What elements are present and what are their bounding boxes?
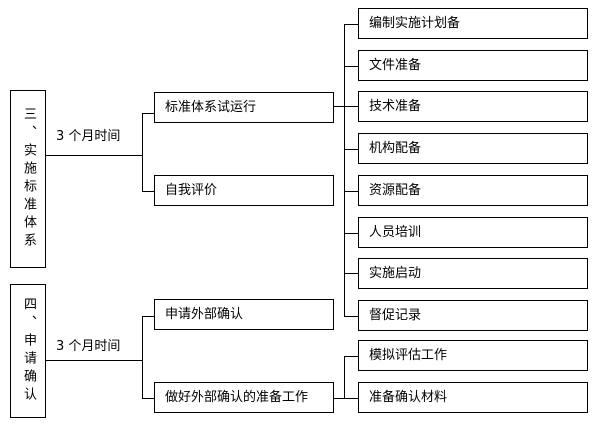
connector-line [334,398,344,399]
connector-line [46,155,142,156]
task-box: 准备确认材料 [358,382,588,413]
connector-line [142,316,154,317]
task-label: 模拟评估工作 [369,347,448,363]
task-label: 文件准备 [369,57,422,73]
connector-line [344,24,345,316]
connector-line [344,356,358,357]
connector-line [46,360,142,361]
task-box: 模拟评估工作 [358,340,588,371]
duration-label: 3 个月时间 [56,339,121,354]
connector-line [334,106,344,107]
step-label: 申请外部确认 [165,306,244,322]
task-label: 资源配备 [369,182,422,198]
phase-box-implement: 三、实施标准体系 [10,90,46,268]
task-label: 督促记录 [369,307,422,323]
task-label: 机构配备 [369,140,422,156]
connector-line [142,191,154,192]
connector-line [344,316,358,317]
step-label: 自我评价 [165,182,218,198]
connector-line [344,191,358,192]
phase-box-apply: 四、申请确认 [10,284,46,418]
task-box: 实施启动 [358,258,588,289]
phase-title: 四、申请确认 [21,297,36,405]
task-box: 督促记录 [358,300,588,331]
step-box-trial-run: 标准体系试运行 [154,92,334,123]
connector-line [142,113,143,191]
duration-label: 3 个月时间 [56,129,121,144]
task-label: 实施启动 [369,265,422,281]
connector-line [142,316,143,398]
task-box: 机构配备 [358,133,588,164]
connector-line [344,356,345,398]
step-box-prepare-external: 做好外部确认的准备工作 [154,382,334,413]
connector-line [344,398,358,399]
task-box: 文件准备 [358,50,588,81]
connector-line [344,24,358,25]
task-label: 准备确认材料 [369,389,448,405]
connector-line [344,66,358,67]
step-box-apply-external: 申请外部确认 [154,299,334,330]
connector-line [344,106,358,107]
phase-title: 三、实施标准体系 [21,107,36,251]
task-label: 编制实施计划备 [369,15,461,31]
connector-line [344,233,358,234]
task-label: 人员培训 [369,224,422,240]
connector-line [344,149,358,150]
connector-line [142,398,154,399]
connector-line [344,273,358,274]
task-box: 编制实施计划备 [358,8,588,39]
step-label: 做好外部确认的准备工作 [165,389,309,405]
task-box: 资源配备 [358,175,588,206]
task-label: 技术准备 [369,98,422,114]
task-box: 技术准备 [358,91,588,122]
task-box: 人员培训 [358,217,588,248]
connector-line [142,113,154,114]
step-label: 标准体系试运行 [165,99,257,115]
step-box-self-evaluation: 自我评价 [154,175,334,206]
